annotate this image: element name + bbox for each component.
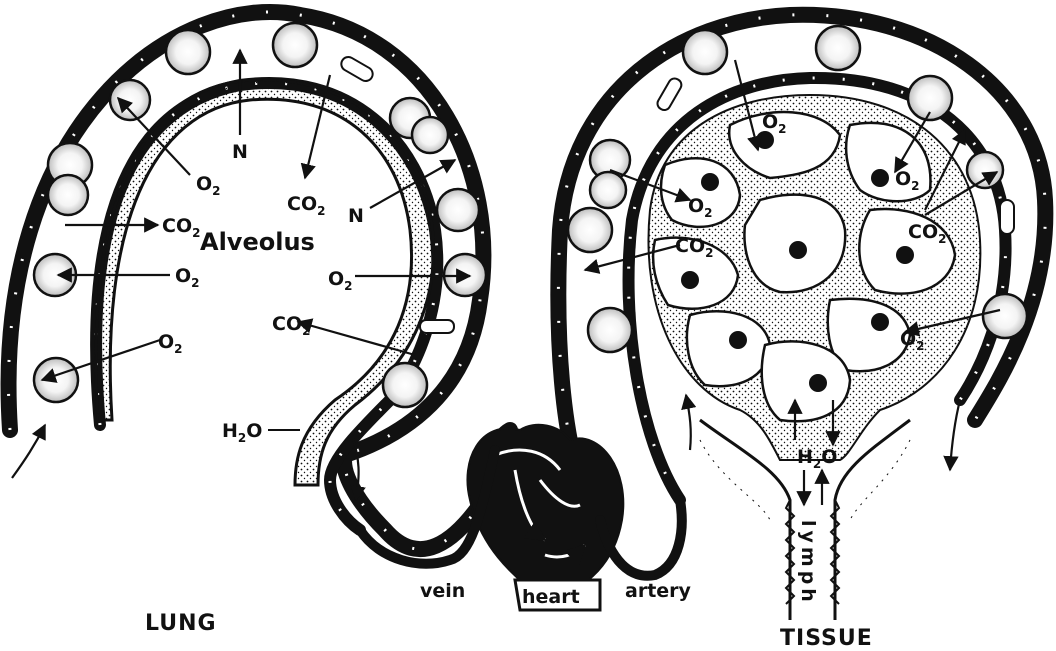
label-co2-lung-left: CO2 — [162, 215, 200, 240]
arrow-blood-out-tissue — [950, 400, 960, 470]
label-artery: artery — [625, 580, 692, 602]
label-co2-top: CO2 — [287, 193, 325, 218]
label-tissue: TISSUE — [780, 626, 873, 651]
label-lung: LUNG — [145, 611, 217, 636]
label-h2o-lung: H2O — [222, 420, 262, 445]
label-o2-lung-2: O2 — [175, 265, 200, 290]
label-alveolus: Alveolus — [200, 228, 315, 256]
label-heart: heart — [522, 586, 580, 608]
label-n-right: N — [348, 205, 364, 227]
label-o2-lung-1: O2 — [196, 173, 221, 198]
label-o2-lung-3: O2 — [158, 331, 183, 356]
label-o2-lung-right: O2 — [328, 268, 353, 293]
alveolus-wall — [96, 80, 433, 485]
tissue-cell-mass — [648, 95, 980, 460]
arrow-blood-artery — [686, 395, 691, 450]
label-co2-lung-right: CO2 — [272, 313, 310, 338]
label-lymph: lymph — [797, 520, 819, 606]
label-vein: vein — [420, 580, 465, 602]
label-n-top: N — [232, 141, 248, 163]
